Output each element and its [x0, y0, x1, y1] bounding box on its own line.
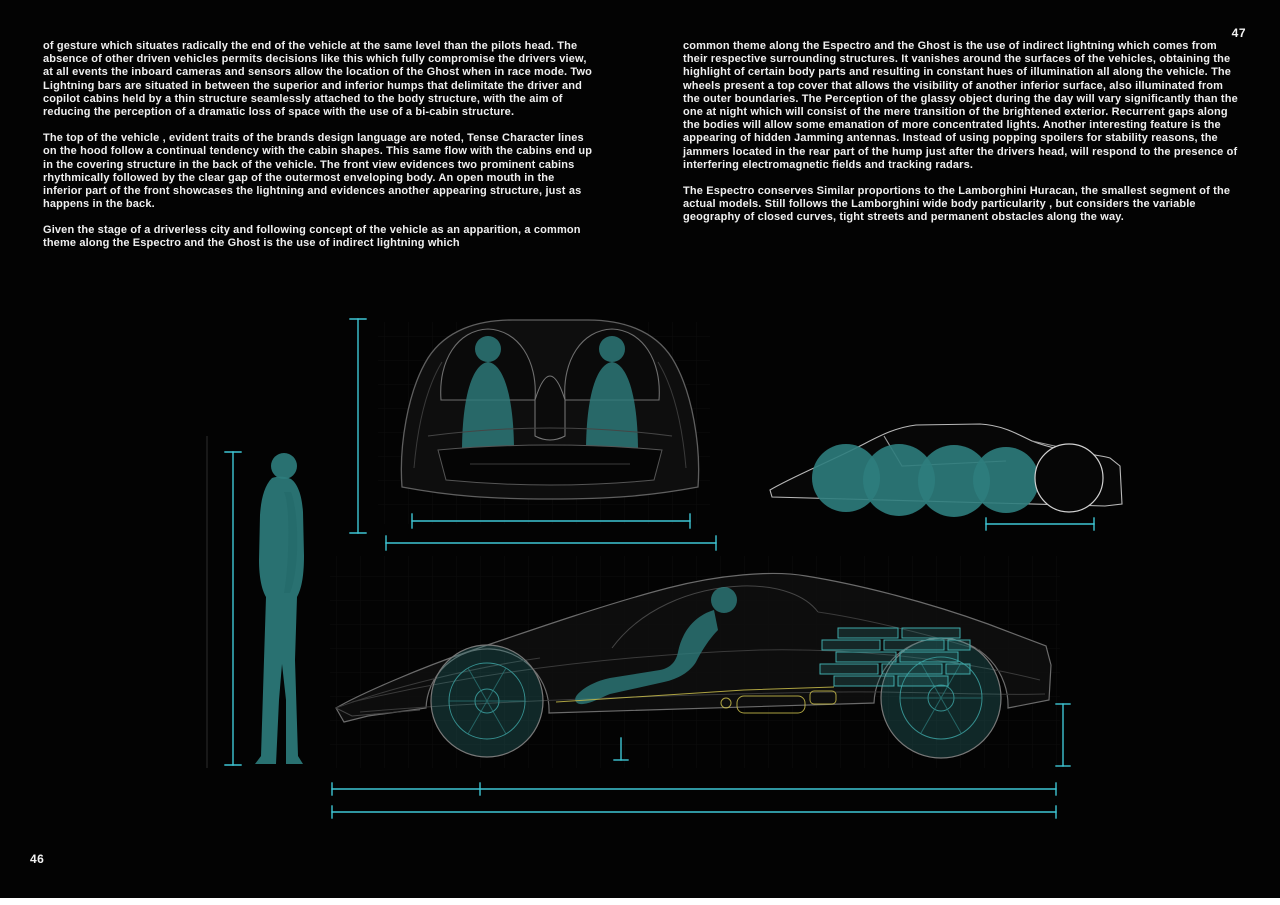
- paragraph: Given the stage of a driverless city and…: [43, 224, 581, 250]
- rear-louvres: [819, 627, 971, 687]
- paragraph: The Espectro conserves Similar proportio…: [683, 184, 1231, 224]
- chassis-accents: [555, 686, 837, 714]
- human-figure-head: [271, 453, 297, 479]
- front-wheel: [430, 644, 544, 758]
- paragraph: The top of the vehicle , evident traits …: [43, 132, 593, 211]
- front-mouth: [437, 444, 663, 486]
- nose-crease: [335, 657, 541, 709]
- canopy-line: [611, 585, 819, 649]
- side-silhouette-drawing: [769, 423, 1123, 531]
- undercar-dimension: [613, 737, 629, 761]
- silhouette-dimension: [985, 517, 1095, 531]
- rear-deck-line: [817, 611, 981, 651]
- lower-body-line: [359, 691, 1046, 713]
- paragraph: of gesture which situates radically the …: [43, 40, 593, 118]
- proportion-circle-outline: [1034, 443, 1104, 513]
- proportion-circle: [812, 444, 880, 512]
- front-view-drawing: [349, 318, 717, 551]
- left-contour: [413, 361, 443, 469]
- right-text-column: common theme along the Espectro and the …: [683, 40, 1239, 237]
- page-number-left: 46: [30, 852, 45, 866]
- reclined-driver-figure: [575, 587, 737, 705]
- side-view-drawing: [330, 556, 1071, 819]
- paragraph: common theme along the Espectro and the …: [683, 40, 1238, 171]
- human-figure-arm: [284, 492, 298, 593]
- right-contour: [657, 361, 687, 469]
- human-figure-body: [255, 476, 304, 764]
- front-view-dimensions: [349, 318, 717, 551]
- copilot-occupant-head: [599, 336, 625, 362]
- center-windshield-structure: [534, 375, 566, 441]
- proportion-circle: [918, 445, 990, 517]
- driver-occupant-head: [475, 336, 501, 362]
- rear-height-dimension: [1055, 703, 1071, 767]
- length-dimensions: [331, 782, 1057, 819]
- page-number-right: 47: [1231, 26, 1246, 40]
- left-text-column: of gesture which situates radically the …: [43, 40, 595, 264]
- human-height-dimension: [224, 451, 242, 766]
- scale-human-figure: [206, 436, 304, 768]
- page-bottom-edge: [0, 898, 1280, 905]
- front-splitter: [335, 707, 421, 717]
- front-lip-line: [427, 427, 673, 437]
- proportion-circle: [973, 447, 1039, 513]
- proportion-circle: [863, 444, 935, 516]
